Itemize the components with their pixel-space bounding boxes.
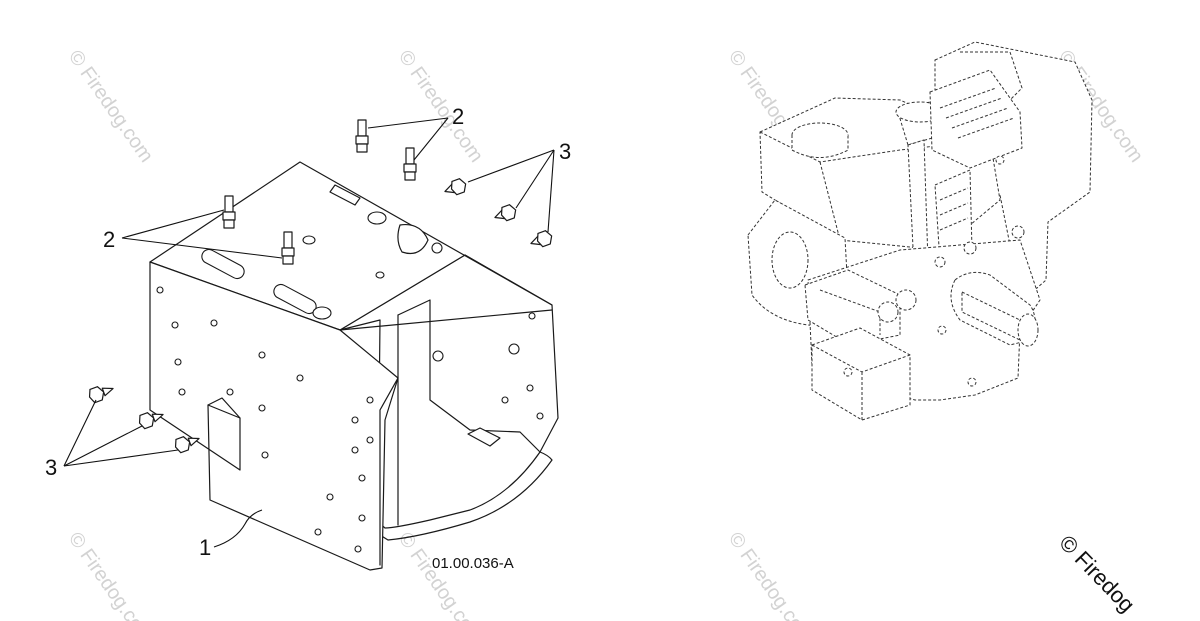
corner-watermark: © Firedog: [1054, 530, 1139, 617]
callout-stud-upper: 2: [452, 104, 464, 129]
engine-frame: [149, 161, 559, 571]
hex-screws: [88, 178, 553, 454]
hex-screw: [138, 412, 164, 430]
callout-screw-left: 3: [45, 455, 57, 480]
hex-screw: [444, 178, 467, 196]
callout-frame: 1: [199, 535, 211, 560]
hex-screw: [494, 204, 517, 222]
watermark: © Firedog.com: [394, 528, 487, 621]
frame-bottom-lip: [379, 451, 553, 541]
stud-bolt: [355, 119, 369, 153]
stud-bolt: [281, 231, 295, 265]
stud-bolt: [403, 147, 417, 181]
watermark: © Firedog.com: [64, 528, 157, 621]
watermark: © Firedog.com: [64, 46, 157, 166]
engine-phantom: [747, 41, 1093, 421]
part-number-label: 01.00.036-A: [432, 555, 514, 572]
callout-labels: 1 2 2 3 3: [45, 104, 571, 560]
callout-screw-right: 3: [559, 139, 571, 164]
stud-bolt: [222, 195, 236, 229]
hex-screw: [530, 230, 553, 248]
hex-screw: [174, 436, 200, 454]
leader-lines: [63, 117, 555, 548]
stud-bolts: [222, 119, 417, 265]
callout-stud-left: 2: [103, 227, 115, 252]
watermark: © Firedog.com: [724, 528, 817, 621]
frame-holes: [156, 286, 544, 553]
hex-screw: [88, 386, 114, 404]
